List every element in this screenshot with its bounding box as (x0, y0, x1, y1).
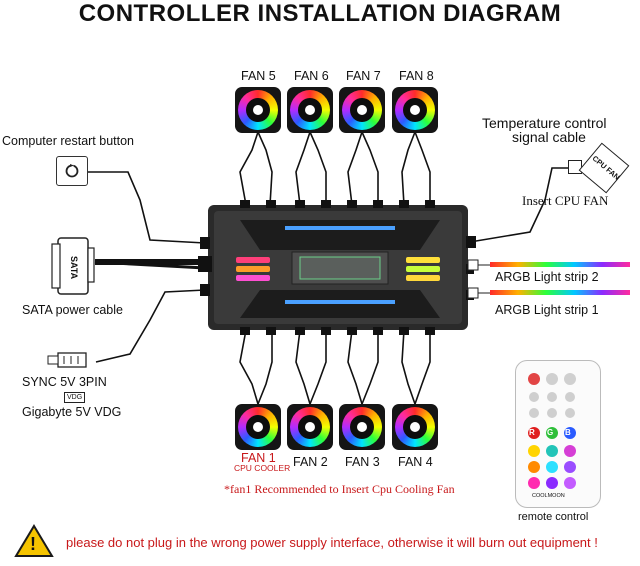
fan-2-icon (287, 404, 333, 450)
fan-6-icon (287, 87, 333, 133)
restart-button-label: Computer restart button (2, 134, 135, 148)
sata-connector-icon: SATA (48, 234, 96, 296)
warning-icon (14, 524, 54, 557)
restart-button-icon (56, 156, 88, 186)
remote-brand: COOLMOON (532, 493, 565, 499)
fan-3-icon (339, 404, 385, 450)
sync-connector-icon (44, 350, 100, 370)
sata-power-label: SATA power cable (22, 303, 123, 317)
warning-bar: ! please do not plug in the wrong power … (14, 524, 626, 560)
sata-tag: SATA (69, 256, 79, 280)
fan-2-label: FAN 2 (293, 455, 328, 469)
fan-6-label: FAN 6 (294, 69, 329, 83)
cpu-fan-tag: CPU FAN (590, 153, 622, 182)
remote-control-icon: R G B COOLMOON (515, 360, 601, 508)
argb-strips (467, 259, 630, 299)
fan-7-label: FAN 7 (346, 69, 381, 83)
fan-1-label: FAN 1 (241, 451, 276, 465)
argb-strip-2-label: ARGB Light strip 2 (495, 270, 599, 284)
vdg-tag: VDG (64, 392, 86, 403)
fan-4-label: FAN 4 (398, 455, 433, 469)
fan-5-icon (235, 87, 281, 133)
remote-control-label: remote control (518, 511, 589, 523)
fan-8-icon (392, 87, 438, 133)
warning-mark: ! (30, 534, 36, 554)
gigabyte-label: Gigabyte 5V VDG (22, 405, 122, 419)
argb-strip-1-label: ARGB Light strip 1 (495, 303, 599, 317)
remote-b-button: B (565, 428, 571, 437)
fan-1-sublabel: CPU COOLER (234, 463, 291, 473)
fan-5-label: FAN 5 (241, 69, 276, 83)
sync-label: SYNC 5V 3PIN (22, 375, 107, 389)
fan-3-label: FAN 3 (345, 455, 380, 469)
fan-7-icon (339, 87, 385, 133)
warning-text: please do not plug in the wrong power su… (66, 535, 598, 550)
fan-1-icon (235, 404, 281, 450)
insert-cpu-fan-label: Insert CPU FAN (522, 193, 609, 208)
temp-cable-label-line2: signal cable (512, 129, 586, 145)
diagram-title: CONTROLLER INSTALLATION DIAGRAM (78, 0, 562, 27)
fan-4-icon (392, 404, 438, 450)
remote-g-button: G (547, 428, 554, 437)
fan-8-label: FAN 8 (399, 69, 434, 83)
temp-cable-label-line1: Temperature control (482, 115, 607, 131)
fan1-note: *fan1 Recommended to Insert Cpu Cooling … (224, 482, 455, 496)
remote-r-button: R (529, 428, 535, 437)
